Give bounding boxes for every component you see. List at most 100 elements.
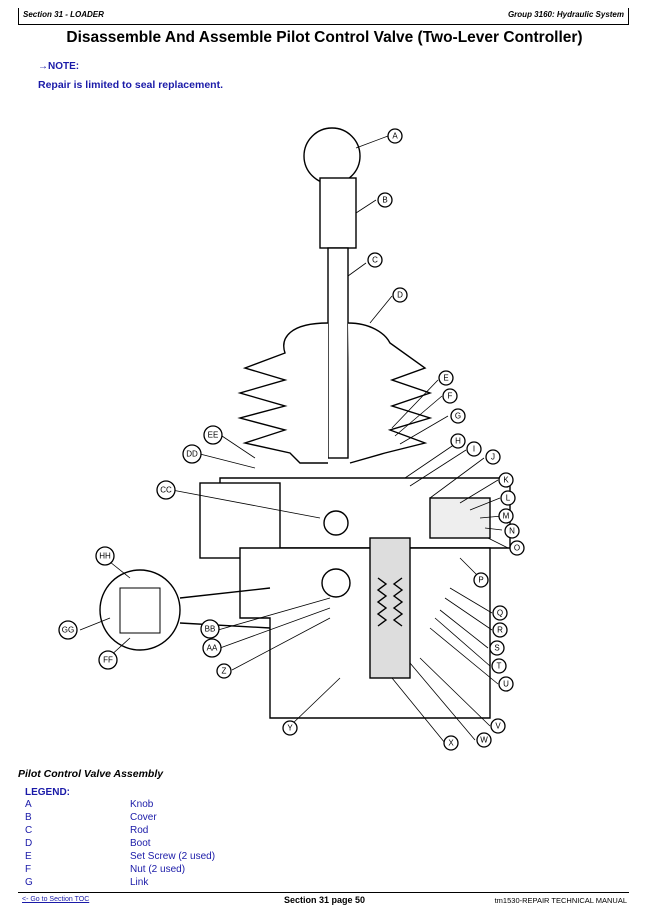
svg-text:M: M xyxy=(503,512,510,521)
svg-text:W: W xyxy=(480,736,488,745)
section-label: Section 31 - LOADER xyxy=(23,10,104,19)
callout-u: U xyxy=(498,676,514,692)
legend-value: Knob xyxy=(130,799,154,810)
callout-x: X xyxy=(443,735,459,751)
callout-r: R xyxy=(492,622,508,638)
svg-text:E: E xyxy=(443,374,448,383)
legend-value: Rod xyxy=(130,825,149,836)
legend-key: F xyxy=(25,864,32,875)
callout-p: P xyxy=(473,572,489,588)
callout-l: L xyxy=(500,490,516,506)
svg-text:O: O xyxy=(514,544,520,553)
svg-text:L: L xyxy=(506,494,511,503)
callout-hh: HH xyxy=(95,546,115,566)
callout-ff: FF xyxy=(98,650,118,670)
callout-e: E xyxy=(438,370,454,386)
callout-y: Y xyxy=(282,720,298,736)
svg-text:B: B xyxy=(382,196,387,205)
legend-value: Nut (2 used) xyxy=(130,864,186,875)
svg-text:D: D xyxy=(397,291,403,300)
svg-text:J: J xyxy=(491,453,495,462)
svg-text:HH: HH xyxy=(99,552,111,561)
legend: A Knob B Cover C Rod D Boot E Set Screw (2 us… xyxy=(25,799,425,890)
legend-key: G xyxy=(25,877,33,888)
callout-t: T xyxy=(491,658,507,674)
legend-value: Set Screw (2 used) xyxy=(130,851,216,862)
figure-caption: Pilot Control Valve Assembly xyxy=(18,768,164,780)
legend-row: B Cover xyxy=(25,812,425,825)
callout-dd: DD xyxy=(182,444,202,464)
note-text: Repair is limited to seal replacement. xyxy=(38,79,223,91)
svg-text:GG: GG xyxy=(62,626,74,635)
svg-text:H: H xyxy=(455,437,461,446)
callout-w: W xyxy=(476,732,492,748)
svg-text:C: C xyxy=(372,256,378,265)
svg-text:Y: Y xyxy=(287,724,293,733)
legend-row: F Nut (2 used) xyxy=(25,864,425,877)
callout-n: N xyxy=(504,523,520,539)
callout-c: C xyxy=(367,252,383,268)
svg-text:S: S xyxy=(494,644,499,653)
legend-key: E xyxy=(25,851,32,862)
callout-q: Q xyxy=(492,605,508,621)
callout-cc: CC xyxy=(156,480,176,500)
footer-divider xyxy=(18,892,629,893)
svg-text:K: K xyxy=(503,476,509,485)
callout-v: V xyxy=(490,718,506,734)
legend-title: LEGEND: xyxy=(25,787,70,798)
pilot-valve-diagram: A B C D E F G H I J K L M N O P Q R S T … xyxy=(58,127,525,751)
svg-text:T: T xyxy=(497,662,502,671)
manual-name: tm1530-REPAIR TECHNICAL MANUAL xyxy=(494,896,627,905)
svg-text:N: N xyxy=(509,527,515,536)
page-number: Section 31 page 50 xyxy=(283,895,366,905)
svg-text:EE: EE xyxy=(208,431,219,440)
svg-text:F: F xyxy=(448,392,453,401)
legend-row: E Set Screw (2 used) xyxy=(25,851,425,864)
legend-row: C Rod xyxy=(25,825,425,838)
callout-f: F xyxy=(442,388,458,404)
svg-text:A: A xyxy=(392,132,398,141)
callout-d: D xyxy=(392,287,408,303)
group-label: Group 3160: Hydraulic System xyxy=(507,10,624,19)
legend-key: B xyxy=(25,812,32,823)
toc-link[interactable]: <- Go to Section TOC xyxy=(22,896,90,903)
legend-key: C xyxy=(25,825,33,836)
legend-key: D xyxy=(25,838,33,849)
page-header: Section 31 - LOADER Group 3160: Hydrauli… xyxy=(18,8,629,25)
legend-row: G Link xyxy=(25,877,425,890)
legend-row: A Knob xyxy=(25,799,425,812)
svg-text:I: I xyxy=(473,445,475,454)
svg-text:X: X xyxy=(448,739,454,748)
callout-b: B xyxy=(377,192,393,208)
callout-j: J xyxy=(485,449,501,465)
svg-text:R: R xyxy=(497,626,503,635)
callout-g: G xyxy=(450,408,466,424)
callout-i: I xyxy=(466,441,482,457)
callout-aa: AA xyxy=(202,638,222,658)
svg-text:CC: CC xyxy=(160,486,172,495)
callout-h: H xyxy=(450,433,466,449)
callout-m: M xyxy=(498,508,514,524)
svg-text:Z: Z xyxy=(222,667,227,676)
callout-a: A xyxy=(387,128,403,144)
callout-o: O xyxy=(509,540,525,556)
note-label: →NOTE: xyxy=(38,61,80,72)
svg-text:V: V xyxy=(495,722,501,731)
legend-value: Link xyxy=(130,877,149,888)
legend-value: Cover xyxy=(130,812,157,823)
svg-text:Q: Q xyxy=(497,609,503,618)
callout-ee: EE xyxy=(203,425,223,445)
legend-value: Boot xyxy=(130,838,151,849)
callout-bb: BB xyxy=(200,619,220,639)
svg-text:FF: FF xyxy=(103,656,113,665)
page-title: Disassemble And Assemble Pilot Control V… xyxy=(66,29,583,46)
legend-row: D Boot xyxy=(25,838,425,851)
svg-text:U: U xyxy=(503,680,509,689)
callout-gg: GG xyxy=(58,620,78,640)
callout-z: Z xyxy=(216,663,232,679)
callout-s: S xyxy=(489,640,505,656)
legend-key: A xyxy=(25,799,32,810)
svg-text:AA: AA xyxy=(207,644,218,653)
svg-text:G: G xyxy=(455,412,461,421)
svg-text:BB: BB xyxy=(205,625,216,634)
